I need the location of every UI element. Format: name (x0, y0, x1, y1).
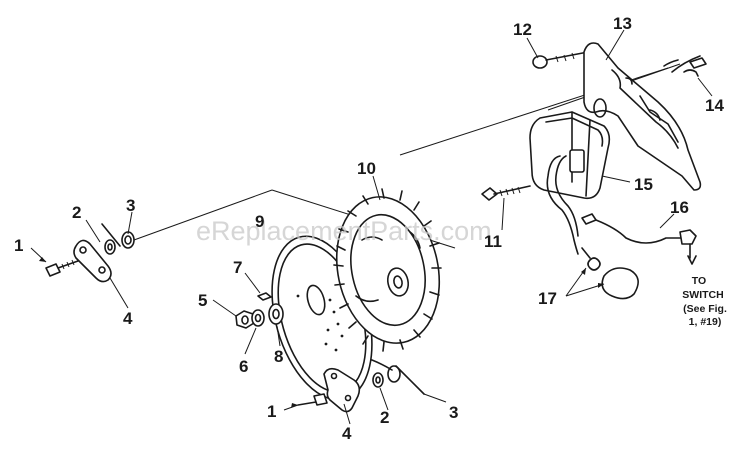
callout-15: 15 (634, 175, 653, 194)
callout-4-lower: 4 (342, 424, 352, 443)
callout-3-lower: 3 (449, 403, 458, 422)
switch-note: TO SWITCH (See Fig. 1, #19) (682, 275, 727, 328)
switch-note-line-3: (See Fig. (683, 303, 727, 315)
callout-2-lower: 2 (380, 408, 389, 427)
washer-part-2a (104, 239, 116, 255)
boot-part-17 (581, 247, 639, 300)
screw-part-11 (481, 185, 531, 201)
callout-14: 14 (705, 96, 724, 115)
callout-2-upper: 2 (72, 203, 81, 222)
callout-16: 16 (670, 198, 689, 217)
callout-8: 8 (274, 347, 283, 366)
callout-1-upper: 1 (14, 236, 23, 255)
screw-part-12 (532, 51, 589, 69)
callout-7: 7 (233, 258, 242, 277)
stop-arm-part-4b (323, 367, 361, 413)
callout-labels: 1 2 3 4 5 6 7 8 9 10 11 12 13 14 15 16 1… (14, 14, 724, 443)
ignition-module-part-15 (529, 111, 611, 255)
callout-5: 5 (198, 291, 207, 310)
stop-arm-group-lower (297, 359, 425, 413)
stop-arm-part-4a (73, 239, 112, 283)
switch-note-line-4: 1, #19) (689, 316, 722, 328)
key-part-7 (257, 292, 272, 301)
spring-part-3b (371, 359, 425, 395)
cover-part-13 (583, 42, 707, 191)
callout-4-upper: 4 (123, 309, 133, 328)
callout-1-lower: 1 (267, 402, 276, 421)
callout-10: 10 (357, 159, 376, 178)
stop-wire-part-16 (581, 213, 697, 265)
switch-note-line-2: SWITCH (682, 289, 723, 301)
callout-6: 6 (239, 357, 248, 376)
watermark: eReplacementParts.com (196, 216, 492, 246)
screw-part-1b (297, 393, 328, 406)
switch-note-line-1: TO (692, 275, 706, 287)
clip-part-14 (683, 69, 699, 77)
stop-arm-group-upper (45, 223, 135, 283)
lock-washer-part-6 (251, 309, 265, 327)
callout-17: 17 (538, 289, 557, 308)
callout-leaders (30, 29, 713, 425)
callout-9: 9 (255, 212, 264, 231)
callout-13: 13 (613, 14, 632, 33)
flywheel-part-10 (333, 188, 442, 352)
screw-part-1a (45, 259, 79, 277)
hardware-stack (235, 292, 284, 329)
washer-part-2b (372, 372, 384, 388)
flat-washer-part-8 (268, 303, 284, 325)
callout-3-upper: 3 (126, 196, 135, 215)
callout-11: 11 (484, 232, 502, 251)
callout-12: 12 (513, 20, 532, 39)
